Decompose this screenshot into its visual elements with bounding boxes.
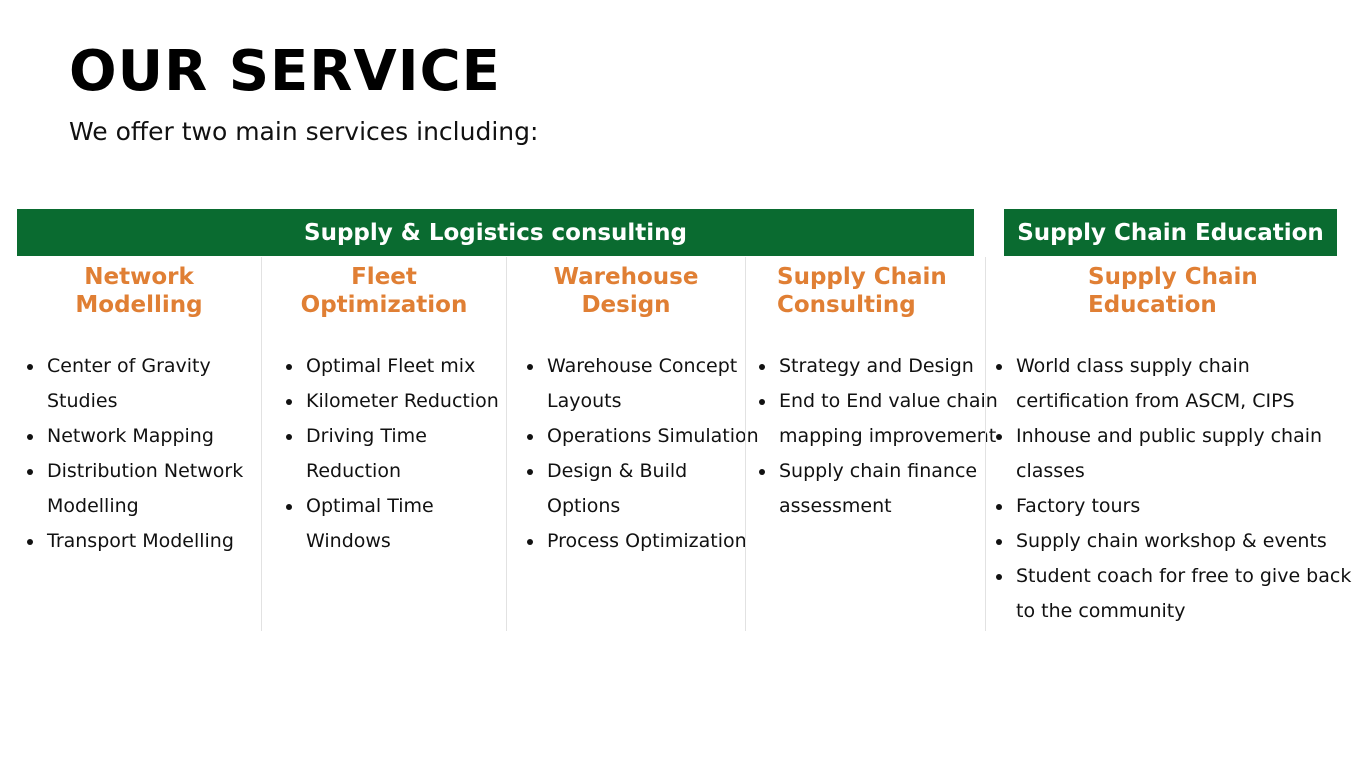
column-fleet-optimization: Fleet Optimization Optimal Fleet mix Kil… bbox=[261, 257, 506, 631]
column-heading: Warehouse Design bbox=[553, 264, 699, 318]
list-item: Supply chain workshop & events bbox=[1014, 524, 1354, 559]
service-list: World class supply chain certification f… bbox=[994, 349, 1354, 629]
column-network-modelling: Network Modelling Center of Gravity Stud… bbox=[17, 257, 261, 631]
column-heading: Network Modelling bbox=[75, 264, 203, 318]
list-item: Driving Time Reduction bbox=[304, 419, 519, 489]
list-item: Optimal Fleet mix bbox=[304, 349, 519, 384]
page-subtitle: We offer two main services including: bbox=[69, 117, 539, 146]
column-supply-chain-consulting: Supply Chain Consulting Strategy and Des… bbox=[745, 257, 998, 631]
list-item: End to End value chain mapping improveme… bbox=[777, 384, 999, 454]
list-item: Operations Simulation bbox=[545, 419, 763, 454]
column-heading: Supply Chain Education bbox=[1088, 264, 1258, 318]
list-item: World class supply chain certification f… bbox=[1014, 349, 1354, 419]
column-heading: Supply Chain Consulting bbox=[777, 264, 947, 318]
list-item: Inhouse and public supply chain classes bbox=[1014, 419, 1354, 489]
banner-supply-logistics-consulting: Supply & Logistics consulting bbox=[17, 209, 974, 256]
service-list: Optimal Fleet mix Kilometer Reduction Dr… bbox=[284, 349, 519, 559]
list-item: Strategy and Design bbox=[777, 349, 999, 384]
column-warehouse-design: Warehouse Design Warehouse Concept Layou… bbox=[506, 257, 759, 631]
service-list: Center of Gravity Studies Network Mappin… bbox=[25, 349, 277, 559]
list-item: Network Mapping bbox=[45, 419, 277, 454]
list-item: Kilometer Reduction bbox=[304, 384, 519, 419]
list-item: Factory tours bbox=[1014, 489, 1354, 524]
list-item: Student coach for free to give back to t… bbox=[1014, 559, 1354, 629]
list-item: Distribution Network Modelling bbox=[45, 454, 277, 524]
column-supply-chain-education: Supply Chain Education World class suppl… bbox=[985, 257, 1351, 631]
service-list: Warehouse Concept Layouts Operations Sim… bbox=[525, 349, 763, 559]
list-item: Optimal Time Windows bbox=[304, 489, 519, 559]
banner-label: Supply Chain Education bbox=[1017, 219, 1324, 246]
column-heading: Fleet Optimization bbox=[300, 264, 468, 318]
banner-supply-chain-education: Supply Chain Education bbox=[1004, 209, 1337, 256]
list-item: Design & Build Options bbox=[545, 454, 763, 524]
list-item: Transport Modelling bbox=[45, 524, 277, 559]
service-list: Strategy and Design End to End value cha… bbox=[757, 349, 999, 524]
list-item: Center of Gravity Studies bbox=[45, 349, 277, 419]
page-title: OUR SERVICE bbox=[69, 39, 501, 104]
list-item: Supply chain finance assessment bbox=[777, 454, 999, 524]
banner-label: Supply & Logistics consulting bbox=[304, 219, 687, 246]
list-item: Warehouse Concept Layouts bbox=[545, 349, 763, 419]
list-item: Process Optimization bbox=[545, 524, 763, 559]
